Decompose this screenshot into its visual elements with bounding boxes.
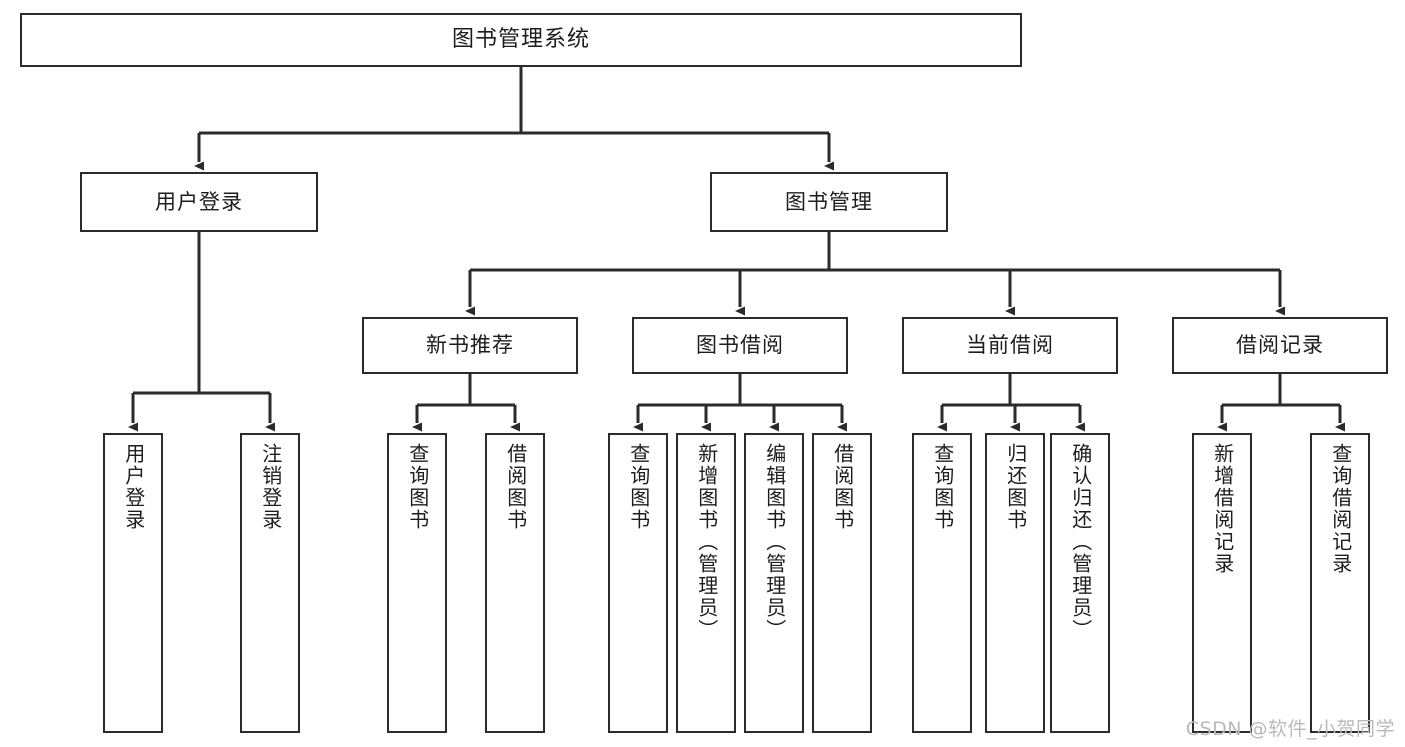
node-label: 借阅记录 xyxy=(1236,333,1324,358)
node-label: 借阅图书 xyxy=(830,443,855,531)
node-label: 查询图书 xyxy=(930,443,955,531)
node-label: 新增借阅记录 xyxy=(1210,443,1235,575)
node-label: 新增图书（管理员） xyxy=(694,443,719,641)
node-leaf-query-book-1[interactable]: 查询图书 xyxy=(387,433,447,733)
node-leaf-query-book-3[interactable]: 查询图书 xyxy=(912,433,972,733)
node-leaf-confirm-return[interactable]: 确认归还（管理员） xyxy=(1050,433,1110,733)
node-book-borrow[interactable]: 图书借阅 xyxy=(632,317,848,374)
node-label: 归还图书 xyxy=(1003,443,1028,531)
node-leaf-user-login[interactable]: 用户登录 xyxy=(103,433,163,733)
node-label: 借阅图书 xyxy=(503,443,528,531)
node-leaf-borrow-book-2[interactable]: 借阅图书 xyxy=(812,433,872,733)
node-root[interactable]: 图书管理系统 xyxy=(20,13,1022,67)
node-borrow-record[interactable]: 借阅记录 xyxy=(1172,317,1388,374)
node-label: 用户登录 xyxy=(155,189,243,214)
node-label: 注销登录 xyxy=(258,443,283,531)
node-label: 图书管理 xyxy=(785,189,873,214)
node-leaf-logout[interactable]: 注销登录 xyxy=(240,433,300,733)
node-book-manage[interactable]: 图书管理 xyxy=(710,172,948,232)
node-label: 新书推荐 xyxy=(426,333,514,358)
node-label: 查询图书 xyxy=(405,443,430,531)
node-leaf-borrow-book-1[interactable]: 借阅图书 xyxy=(485,433,545,733)
node-label: 查询图书 xyxy=(626,443,651,531)
node-leaf-add-book[interactable]: 新增图书（管理员） xyxy=(676,433,736,733)
node-leaf-add-record[interactable]: 新增借阅记录 xyxy=(1192,433,1252,733)
node-leaf-edit-book[interactable]: 编辑图书（管理员） xyxy=(744,433,804,733)
node-label: 当前借阅 xyxy=(966,333,1054,358)
node-label: 图书管理系统 xyxy=(451,27,590,53)
node-user-login[interactable]: 用户登录 xyxy=(80,172,318,232)
node-leaf-query-book-2[interactable]: 查询图书 xyxy=(608,433,668,733)
watermark-text: CSDN @软件_小贺同学 xyxy=(1185,718,1395,740)
node-label: 用户登录 xyxy=(121,443,146,531)
node-current-borrow[interactable]: 当前借阅 xyxy=(902,317,1118,374)
node-leaf-return-book[interactable]: 归还图书 xyxy=(985,433,1045,733)
node-label: 查询借阅记录 xyxy=(1328,443,1353,575)
node-label: 确认归还（管理员） xyxy=(1068,443,1093,641)
node-leaf-query-record[interactable]: 查询借阅记录 xyxy=(1310,433,1370,733)
node-new-book-rec[interactable]: 新书推荐 xyxy=(362,317,578,374)
node-label: 编辑图书（管理员） xyxy=(762,443,787,641)
node-label: 图书借阅 xyxy=(696,333,784,358)
